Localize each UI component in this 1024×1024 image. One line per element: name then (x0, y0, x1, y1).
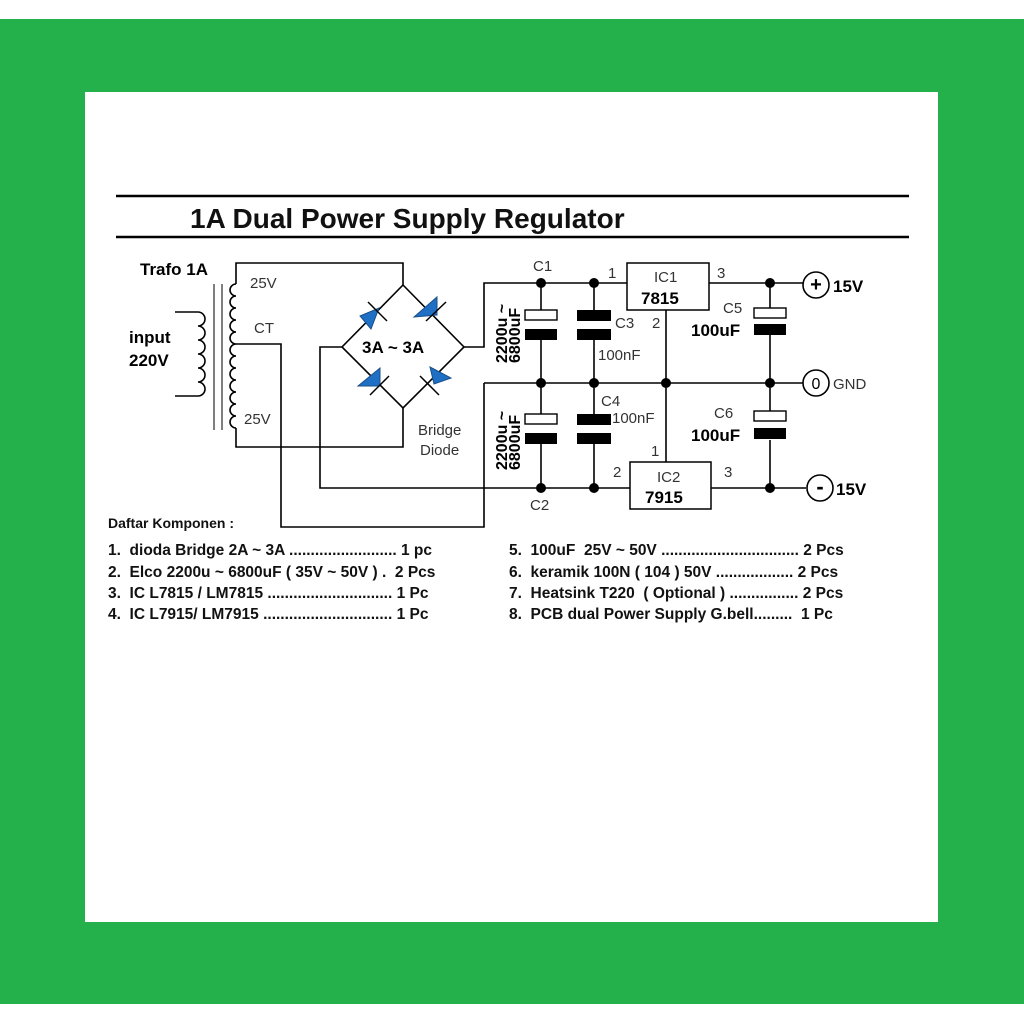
capacitor-c6 (753, 410, 787, 439)
component-item: 3. IC L7815 / LM7815 ...................… (108, 585, 429, 602)
c2-label: C2 (530, 497, 549, 514)
wires (235, 262, 806, 528)
diode-icon (429, 366, 453, 385)
components-list-right: 5. 100uF 25V ~ 50V .....................… (509, 542, 844, 623)
ic2-pin3: 3 (724, 464, 732, 481)
ic2-name: IC2 (657, 469, 680, 486)
diode-icon (412, 295, 438, 318)
components-list-left: 1. dioda Bridge 2A ~ 3A ................… (108, 542, 435, 623)
input-label-line2: 220V (129, 351, 169, 370)
capacitor-c4 (577, 414, 611, 444)
bridge-label-line1: Bridge (418, 422, 461, 439)
capacitor-c1 (524, 309, 558, 340)
schematic-sheet (85, 92, 938, 922)
zero-icon: 0 (812, 376, 821, 393)
page-title: 1A Dual Power Supply Regulator (190, 203, 625, 234)
c3-label: C3 (615, 315, 634, 332)
ic1-name: IC1 (654, 269, 677, 286)
svg-text:6800uF: 6800uF (507, 415, 524, 470)
c5-label: C5 (723, 300, 742, 317)
diode-icon (359, 307, 380, 330)
svg-text:6800uF: 6800uF (507, 308, 524, 363)
c1-value: 2200u ~ 6800uF (494, 304, 524, 363)
capacitor-c3 (577, 310, 611, 340)
ic1-part: 7815 (641, 289, 679, 308)
capacitor-c2 (524, 413, 558, 444)
regulator-ic2 (629, 461, 712, 510)
tap-top-label: 25V (250, 275, 277, 292)
ic1-pin1: 1 (608, 265, 616, 282)
center-tap-label: CT (254, 320, 274, 337)
capacitor-c5 (753, 307, 787, 335)
gnd-output-label: GND (833, 376, 867, 393)
svg-text:2200u ~: 2200u ~ (494, 411, 511, 470)
diode-icon (356, 366, 381, 387)
c6-value: 100uF (691, 426, 740, 445)
output-terminal-positive: + (802, 271, 830, 299)
ic2-pin1: 1 (651, 443, 659, 460)
ic2-pin2: 2 (613, 464, 621, 481)
component-item: 5. 100uF 25V ~ 50V .....................… (509, 542, 844, 559)
output-terminal-negative: - (806, 474, 834, 502)
input-label-line1: input (129, 328, 171, 347)
components-heading: Daftar Komponen : (108, 515, 234, 531)
component-item: 7. Heatsink T220 ( Optional ) ..........… (509, 585, 843, 602)
regulator-ic1 (626, 262, 710, 311)
c1-label: C1 (533, 258, 552, 275)
minus-icon: - (816, 474, 823, 499)
component-item: 1. dioda Bridge 2A ~ 3A ................… (108, 542, 432, 559)
junction-dots (536, 278, 775, 493)
negative-output-label: 15V (836, 480, 867, 499)
bridge-label-line2: Diode (420, 442, 459, 459)
ic1-pin3: 3 (717, 265, 725, 282)
c3-value: 100nF (598, 347, 641, 364)
c4-label: C4 (601, 393, 620, 410)
c4-value: 100nF (612, 410, 655, 427)
ic1-pin2: 2 (652, 315, 660, 332)
positive-output-label: 15V (833, 277, 864, 296)
c5-value: 100uF (691, 321, 740, 340)
output-terminal-ground: 0 (802, 369, 830, 397)
svg-text:2200u ~: 2200u ~ (494, 304, 511, 363)
c2-value: 2200u ~ 6800uF (494, 411, 524, 470)
component-item: 6. keramik 100N ( 104 ) 50V ............… (509, 564, 838, 581)
component-item: 2. Elco 2200u ~ 6800uF ( 35V ~ 50V ) . 2… (108, 564, 435, 581)
transformer-symbol (175, 283, 237, 430)
component-item: 8. PCB dual Power Supply G.bell.........… (509, 606, 833, 623)
bridge-rectifier (340, 283, 466, 410)
tap-bottom-label: 25V (244, 411, 271, 428)
transformer-label: Trafo 1A (140, 260, 208, 279)
plus-icon: + (810, 274, 822, 296)
component-item: 4. IC L7915/ LM7915 ....................… (108, 606, 429, 623)
bridge-rating: 3A ~ 3A (362, 338, 424, 357)
c6-label: C6 (714, 405, 733, 422)
ic2-part: 7915 (645, 488, 683, 507)
